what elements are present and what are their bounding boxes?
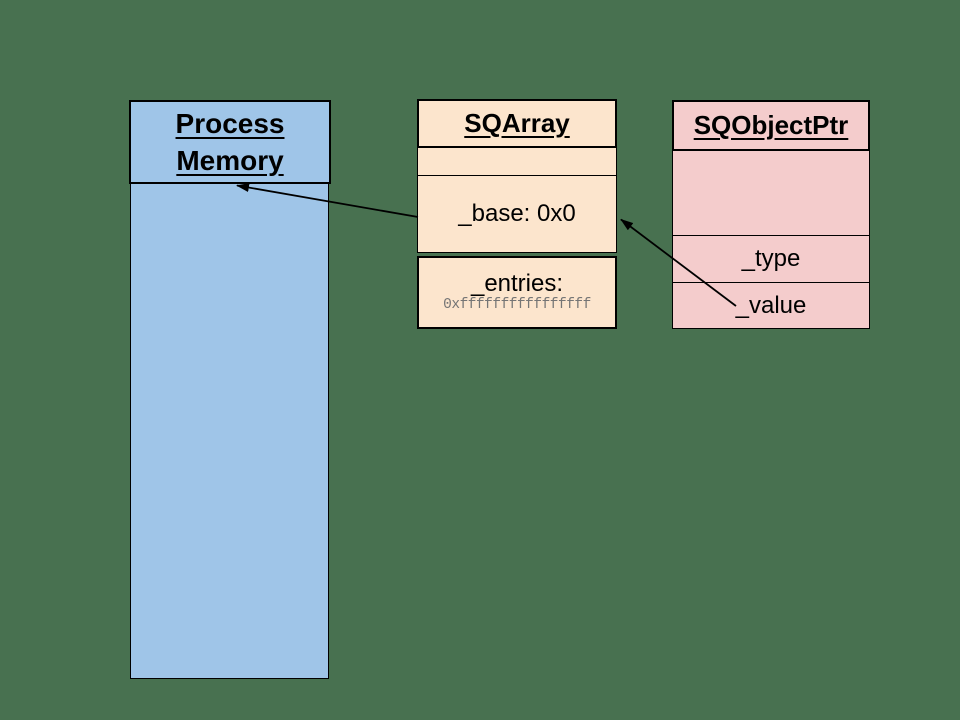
process-memory-title: Process Memory (175, 108, 285, 176)
sqarray-row-base: _base: 0x0 (418, 175, 616, 252)
sqarray-row-empty (418, 148, 616, 175)
sqarray-base-label: _base: 0x0 (458, 200, 576, 227)
sqarray-body: _base: 0x0 (417, 147, 617, 253)
sqarray-header: SQArray (417, 99, 617, 148)
sqobjectptr-row-value: _value (673, 282, 869, 328)
sqobjectptr-header: SQObjectPtr (672, 100, 870, 151)
process-memory-header: Process Memory (129, 100, 331, 184)
sqobjectptr-row-type: _type (673, 235, 869, 282)
sqarray-row-entries: _entries: 0xffffffffffffffff (417, 256, 617, 329)
sqobjectptr-value-label: _value (735, 291, 807, 319)
sqobjectptr-row-empty (673, 151, 869, 235)
process-memory-body (130, 183, 329, 679)
sqarray-entries-label: _entries: (470, 270, 564, 297)
sqarray-title: SQArray (464, 108, 570, 138)
sqobjectptr-title: SQObjectPtr (693, 110, 849, 140)
sqobjectptr-body: _type _value (672, 150, 870, 329)
sqarray-entries-value: 0xffffffffffffffff (443, 297, 591, 313)
sqobjectptr-type-label: _type (741, 245, 801, 272)
